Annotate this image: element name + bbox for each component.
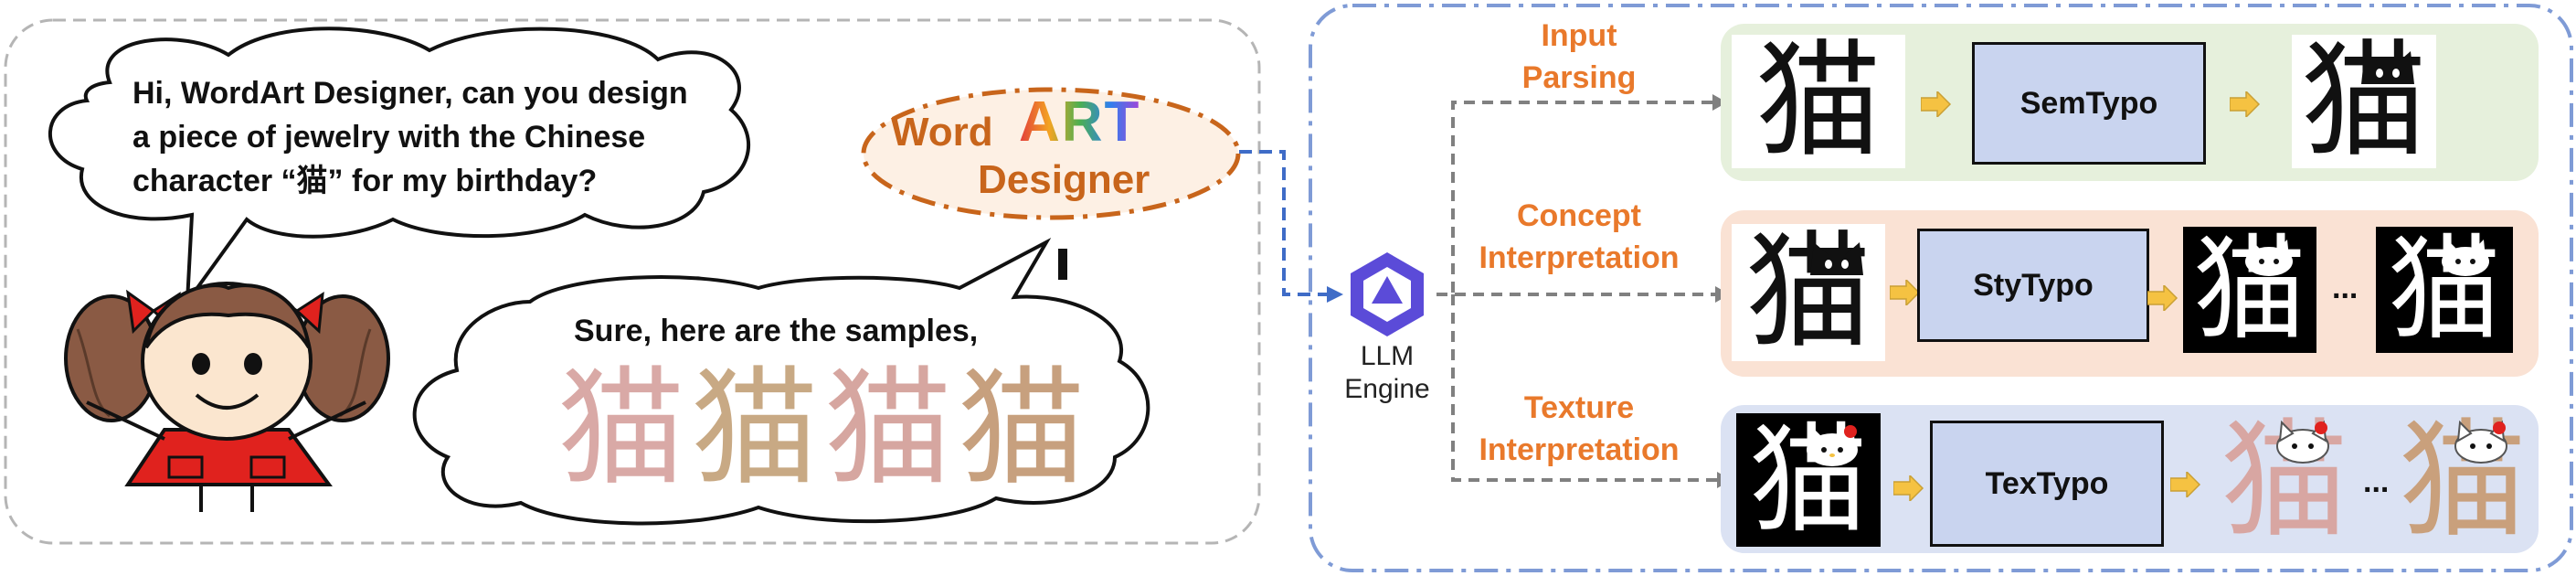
jewelry-sample-1: 猫 — [557, 355, 686, 504]
chat-frame — [4, 18, 1261, 545]
llm-engine-icon — [1351, 252, 1424, 336]
logo-to-engine-arrowhead — [1327, 286, 1343, 303]
row1-input-glyph: 猫 — [1732, 35, 1905, 168]
branch-connectors — [1436, 101, 1718, 482]
row3-input-glyph: 猫 — [1736, 413, 1881, 547]
row2-label-line-1: Concept — [1517, 198, 1641, 233]
row2-arrow-1 — [1890, 280, 1921, 305]
hello-kitty-icon — [2454, 420, 2507, 464]
jewelry-sample-3: 猫 — [824, 355, 953, 504]
tail-mark — [1058, 249, 1067, 280]
semtypo-box: SemTypo — [1972, 42, 2206, 165]
hello-kitty-icon — [1807, 425, 1858, 466]
stytypo-box: StyTypo — [1917, 229, 2149, 342]
row3-ellipsis: ... — [2363, 464, 2390, 499]
row2-output-glyph-2: 猫 — [2376, 227, 2513, 353]
row2-ellipsis: ... — [2332, 271, 2359, 305]
pipeline-frame — [1309, 4, 2573, 572]
row3-output-jewelry-2: 猫 — [2394, 413, 2531, 550]
jewelry-sample-4: 猫 — [958, 355, 1087, 504]
cat-head-icon — [1810, 242, 1863, 275]
row3-arrow-2 — [2170, 472, 2201, 497]
logo-word: Word — [891, 110, 993, 155]
logo-art: ART — [1019, 91, 1141, 154]
user-speech-bubble — [48, 27, 751, 308]
jewelry-sample-2: 猫 — [691, 355, 820, 504]
llm-engine-label-line-1: LLM — [1360, 341, 1415, 371]
white-cat-icon — [2245, 240, 2293, 276]
row1-label: Input Parsing — [1488, 15, 1670, 99]
textypo-box: TexTypo — [1930, 421, 2164, 547]
user-message-line-1: Hi, WordArt Designer, can you design — [133, 76, 688, 111]
row1-label-line-1: Input — [1541, 18, 1617, 53]
logo-designer: Designer — [978, 157, 1150, 202]
jewelry-samples: 猫 猫 猫 猫 — [557, 361, 1124, 498]
row3-label-line-1: Texture — [1523, 390, 1635, 425]
logo-ellipse — [861, 87, 1241, 220]
row3-label: Texture Interpretation — [1451, 387, 1707, 471]
user-message-line-3: character “猫” for my birthday? — [133, 164, 598, 198]
row1-arrow-2 — [2230, 91, 2261, 117]
girl-avatar — [64, 282, 390, 512]
white-cat-icon — [2442, 240, 2489, 276]
row3-label-line-2: Interpretation — [1479, 432, 1680, 467]
row2-label: Concept Interpretation — [1451, 195, 1707, 279]
row2-input-glyph: 猫 — [1732, 224, 1885, 361]
hello-kitty-icon — [2276, 420, 2329, 464]
row2-output-glyph-1: 猫 — [2183, 227, 2316, 353]
row2-label-line-2: Interpretation — [1479, 240, 1680, 275]
user-message: Hi, WordArt Designer, can you design a p… — [133, 71, 688, 203]
reply-message: Sure, here are the samples, — [574, 314, 979, 348]
llm-engine-label-line-2: Engine — [1344, 374, 1430, 404]
logo-to-engine-connector — [1239, 150, 1330, 296]
row3-arrow-1 — [1893, 475, 1924, 501]
row2-input-glyph-char: 猫 — [1744, 224, 1871, 361]
arrowhead-row1 — [1712, 94, 1727, 111]
user-message-line-2: a piece of jewelry with the Chinese — [133, 120, 646, 155]
row2-arrow-2 — [2147, 285, 2178, 311]
row1-output-glyph: 猫 — [2292, 35, 2436, 168]
cat-head-icon — [2361, 51, 2414, 84]
row1-input-glyph-char: 猫 — [1754, 35, 1882, 168]
llm-engine-label: LLM Engine — [1336, 340, 1438, 406]
row1-arrow-1 — [1921, 91, 1952, 117]
reply-speech-bubble — [412, 237, 1150, 526]
row1-label-line-2: Parsing — [1521, 60, 1637, 95]
row3-output-jewelry-1: 猫 — [2207, 413, 2362, 550]
